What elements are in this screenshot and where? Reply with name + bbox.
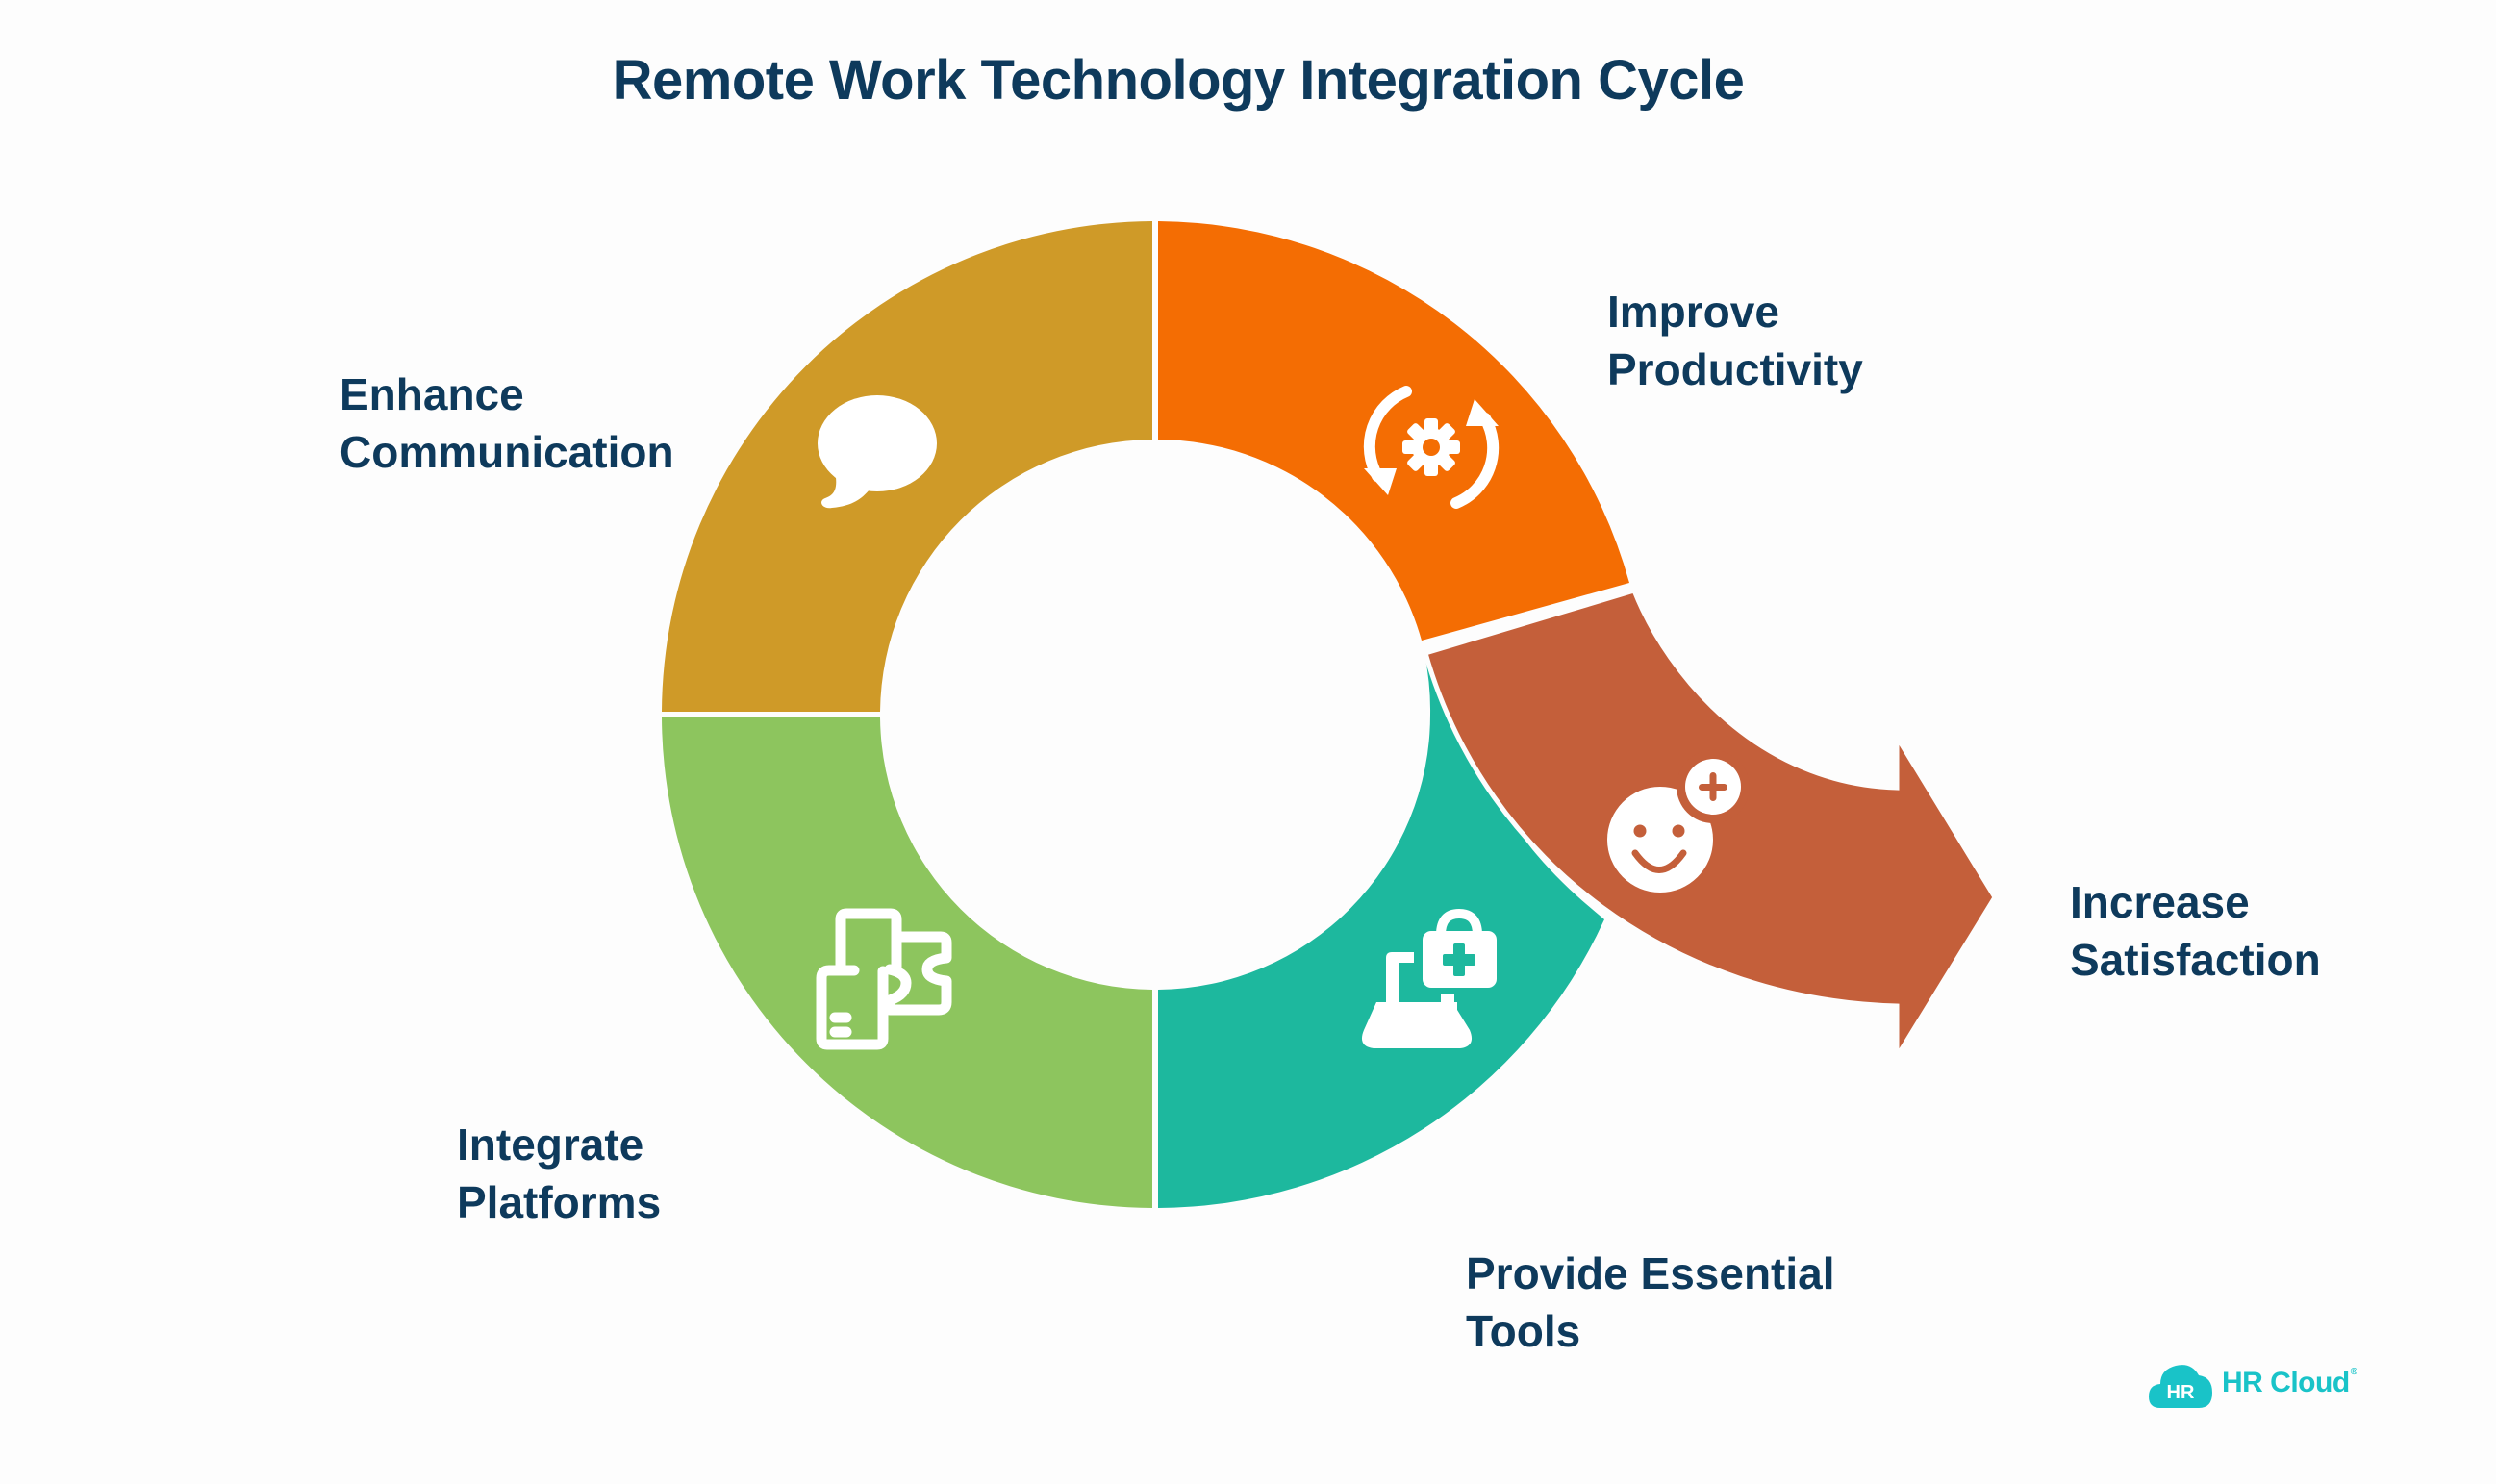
label-line-1: Provide Essential [1466,1248,1835,1298]
hr-cloud-logo: HR HR Cloud® [2147,1356,2357,1410]
label-line-1: Increase [2070,877,2250,927]
logo-text: HR Cloud® [2222,1367,2357,1399]
gear-refresh-icon [1363,386,1500,509]
label-line-2: Satisfaction [2070,935,2321,985]
cloud-icon: HR [2149,1365,2212,1408]
segment-integrate-platforms [662,717,1152,1208]
label-enhance-communication: Enhance Communication [340,365,674,481]
label-line-1: Integrate [457,1119,644,1170]
segment-improve-productivity [1158,221,1629,641]
label-integrate-platforms: Integrate Platforms [457,1116,661,1231]
label-provide-essential-tools: Provide Essential Tools [1466,1245,1835,1360]
smiley-plus-icon [1607,750,1750,893]
label-line-2: Productivity [1607,344,1863,394]
registered-mark: ® [2350,1367,2357,1377]
label-line-2: Communication [340,427,674,477]
label-increase-satisfaction: Increase Satisfaction [2070,873,2321,989]
label-line-2: Platforms [457,1177,662,1227]
label-line-1: Enhance [340,369,524,419]
speech-bubble-icon [818,395,937,509]
logo-badge-text: HR [2167,1382,2195,1403]
puzzle-devices-icon [816,908,952,1050]
laptop-medkit-icon [1361,908,1497,1048]
page-title: Remote Work Technology Integration Cycle [612,49,1745,112]
label-line-1: Improve [1607,287,1779,337]
label-improve-productivity: Improve Productivity [1607,283,1863,398]
label-line-2: Tools [1466,1306,1581,1356]
logo-name: HR Cloud [2222,1367,2350,1398]
